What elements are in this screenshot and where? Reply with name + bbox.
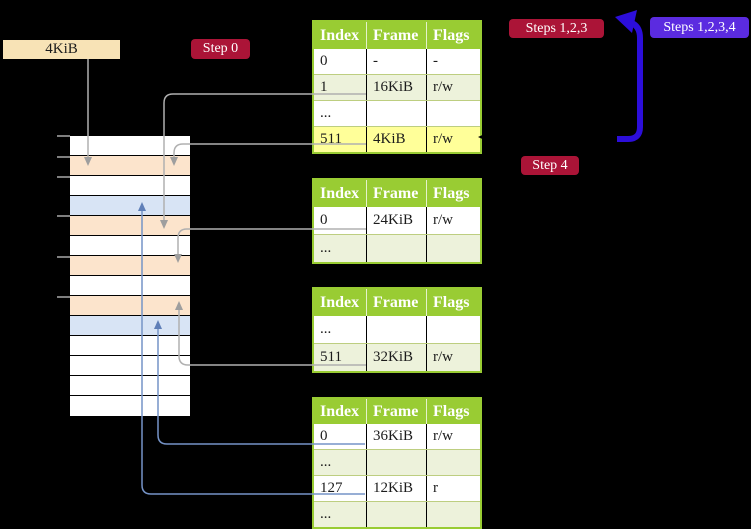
column-header-frame: Frame — [367, 180, 427, 207]
table-header-row: Index Frame Flags — [314, 180, 480, 207]
table-row: ... — [314, 234, 480, 262]
cell-index: 0 — [314, 424, 367, 449]
column-header-index: Index — [314, 399, 367, 424]
column-header-flags: Flags — [433, 293, 470, 311]
table-row: 1 16KiB r/w — [314, 74, 480, 100]
column-header-frame: Frame — [367, 289, 427, 316]
cell-index: 511 — [314, 344, 367, 371]
table-header-row: Index Frame Flags — [314, 22, 480, 49]
column-header-index: Index — [314, 289, 367, 316]
memory-frame-row — [70, 396, 190, 416]
cell-index: ... — [314, 235, 367, 262]
cr3-frame-box: 4KiB — [3, 40, 120, 59]
cell-flags — [427, 316, 480, 343]
cell-index: 511 — [314, 127, 367, 152]
memory-frame-row — [70, 236, 190, 256]
cell-index: 1 — [314, 75, 367, 100]
table-row: 0 - - — [314, 49, 480, 74]
cell-flags: - — [433, 53, 438, 69]
address-tick — [57, 256, 70, 258]
column-header-frame: Frame — [367, 22, 427, 49]
table-row: 0 24KiB r/w — [314, 207, 480, 234]
page-table-3: Index Frame Flags ... 511 32KiB r/w — [312, 287, 482, 373]
step-0-badge: Step 0 — [191, 39, 250, 59]
cell-index: ... — [314, 450, 367, 475]
memory-frame-row — [70, 336, 190, 356]
address-tick — [57, 296, 70, 298]
address-tick — [57, 176, 70, 178]
steps-1234-badge: Steps 1,2,3,4 — [650, 17, 749, 38]
cell-frame: 36KiB — [367, 424, 427, 449]
cell-frame: 16KiB — [367, 75, 427, 100]
table-row: 0 36KiB r/w — [314, 424, 480, 449]
step-4-badge: Step 4 — [521, 156, 579, 175]
table-row: 511 32KiB r/w — [314, 343, 480, 371]
cell-flags — [427, 101, 480, 126]
memory-frame-row — [70, 256, 190, 276]
memory-frame-row — [70, 216, 190, 236]
cell-frame — [367, 502, 427, 527]
column-header-index: Index — [314, 180, 367, 207]
cell-flags: r — [433, 480, 438, 496]
table-row: ... — [314, 100, 480, 126]
cell-frame: - — [367, 49, 427, 74]
column-header-index: Index — [314, 22, 367, 49]
cell-frame — [367, 450, 427, 475]
column-header-frame: Frame — [367, 399, 427, 424]
cell-flags: r/w — [433, 79, 453, 95]
column-header-flags: Flags — [433, 402, 470, 420]
cell-index: ... — [314, 502, 367, 527]
cell-flags: r/w — [433, 428, 453, 444]
table-row: 127 12KiB r — [314, 475, 480, 501]
cr3-frame-label: 4KiB — [45, 41, 78, 57]
memory-frame-row — [70, 316, 190, 336]
address-tick — [57, 215, 70, 217]
arrowhead-upleft-icon — [615, 10, 637, 33]
memory-frame-row — [70, 356, 190, 376]
table-row: ... — [314, 501, 480, 527]
physical-memory-column — [69, 135, 191, 417]
column-header-flags: Flags — [433, 184, 470, 202]
cell-flags: r/w — [427, 127, 480, 152]
table-header-row: Index Frame Flags — [314, 399, 480, 424]
address-tick — [57, 135, 70, 137]
cell-frame: 12KiB — [367, 476, 427, 501]
memory-frame-row — [70, 376, 190, 396]
memory-frame-row — [70, 296, 190, 316]
cell-index: ... — [314, 101, 367, 126]
cell-frame — [367, 101, 427, 126]
cell-index: ... — [314, 316, 367, 343]
table-row-highlighted: 511 4KiB r/w — [314, 126, 480, 152]
cell-flags: r/w — [433, 212, 453, 228]
cell-index: 127 — [314, 476, 367, 501]
table-header-row: Index Frame Flags — [314, 289, 480, 316]
steps-123-badge: Steps 1,2,3 — [509, 19, 604, 38]
table-row: ... — [314, 316, 480, 343]
cell-frame: 4KiB — [367, 127, 427, 152]
cell-index: 0 — [314, 207, 367, 234]
cell-flags — [427, 450, 480, 475]
cell-frame: 24KiB — [367, 207, 427, 234]
address-tick — [57, 156, 70, 158]
cell-index: 0 — [314, 49, 367, 74]
table-row: ... — [314, 449, 480, 475]
memory-frame-row — [70, 176, 190, 196]
cell-frame — [367, 235, 427, 262]
cell-flags — [427, 502, 480, 527]
page-table-1: Index Frame Flags 0 - - 1 16KiB r/w ... … — [312, 20, 482, 154]
page-table-2: Index Frame Flags 0 24KiB r/w ... — [312, 178, 482, 264]
memory-frame-row — [70, 196, 190, 216]
column-header-flags: Flags — [433, 26, 470, 44]
page-table-4: Index Frame Flags 0 36KiB r/w ... 127 12… — [312, 397, 482, 529]
memory-frame-row — [70, 276, 190, 296]
recursive-loop-arrow — [617, 19, 643, 142]
cell-flags — [427, 235, 480, 262]
cell-frame: 32KiB — [367, 344, 427, 371]
memory-frame-row — [70, 136, 190, 156]
cell-frame — [367, 316, 427, 343]
cell-flags: r/w — [433, 349, 453, 365]
memory-frame-row — [70, 156, 190, 176]
